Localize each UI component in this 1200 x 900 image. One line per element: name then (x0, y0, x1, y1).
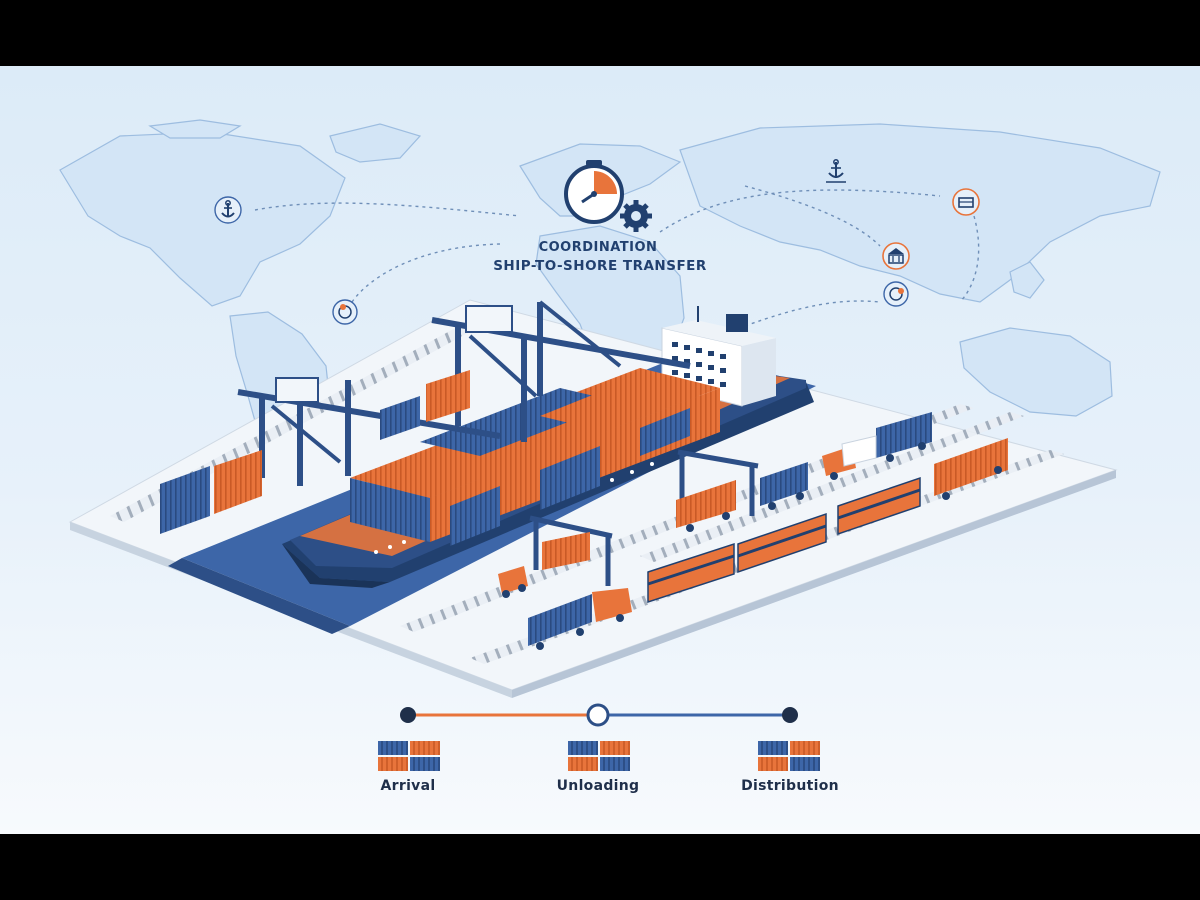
train-icon (647, 512, 827, 604)
container-stack-icon (758, 741, 820, 771)
container-stack-icon (378, 741, 440, 771)
timeline-node-distribution[interactable] (782, 707, 798, 723)
train-icon (837, 476, 921, 536)
truck-icon (528, 588, 632, 650)
truck-icon (934, 438, 1008, 500)
timeline-node-arrival[interactable] (400, 707, 416, 723)
customs-building-icon (882, 242, 910, 270)
truck-icon (760, 462, 808, 510)
container-stack-icon (568, 741, 630, 771)
crane-cab (275, 377, 319, 403)
gear-icon (620, 200, 652, 232)
port-scene-illustration (59, 119, 1161, 727)
timeline (400, 703, 798, 727)
truck-icon (498, 566, 528, 598)
step-label-distribution: Distribution (741, 778, 839, 794)
container-stack-icon (160, 370, 470, 534)
infographic-canvas: COORDINATION SHIP-TO-SHORE TRANSFER Arri… (0, 66, 1200, 834)
truck-icon (822, 412, 932, 480)
globe-pin-icon (883, 281, 909, 307)
step-label-unloading: Unloading (556, 778, 640, 794)
route-lines (254, 185, 980, 327)
step-label-arrival: Arrival (380, 778, 436, 794)
diagram-subtitle: SHIP-TO-SHORE TRANSFER (493, 258, 707, 274)
anchor-icon (826, 159, 846, 183)
container-ship-icon (282, 306, 814, 588)
port-icon (952, 188, 980, 216)
crane-cab (465, 305, 513, 333)
stopwatch-icon (564, 160, 624, 224)
diagram-title: COORDINATION (538, 240, 658, 255)
timeline-node-unloading[interactable] (586, 703, 610, 727)
yard-gantry-crane-icon (529, 449, 759, 586)
letterbox-top (0, 0, 1200, 66)
truck-icon (676, 480, 736, 532)
anchor-icon (214, 196, 242, 224)
globe-pin-icon (332, 299, 358, 325)
container (542, 532, 590, 570)
letterbox-bottom (0, 834, 1200, 900)
